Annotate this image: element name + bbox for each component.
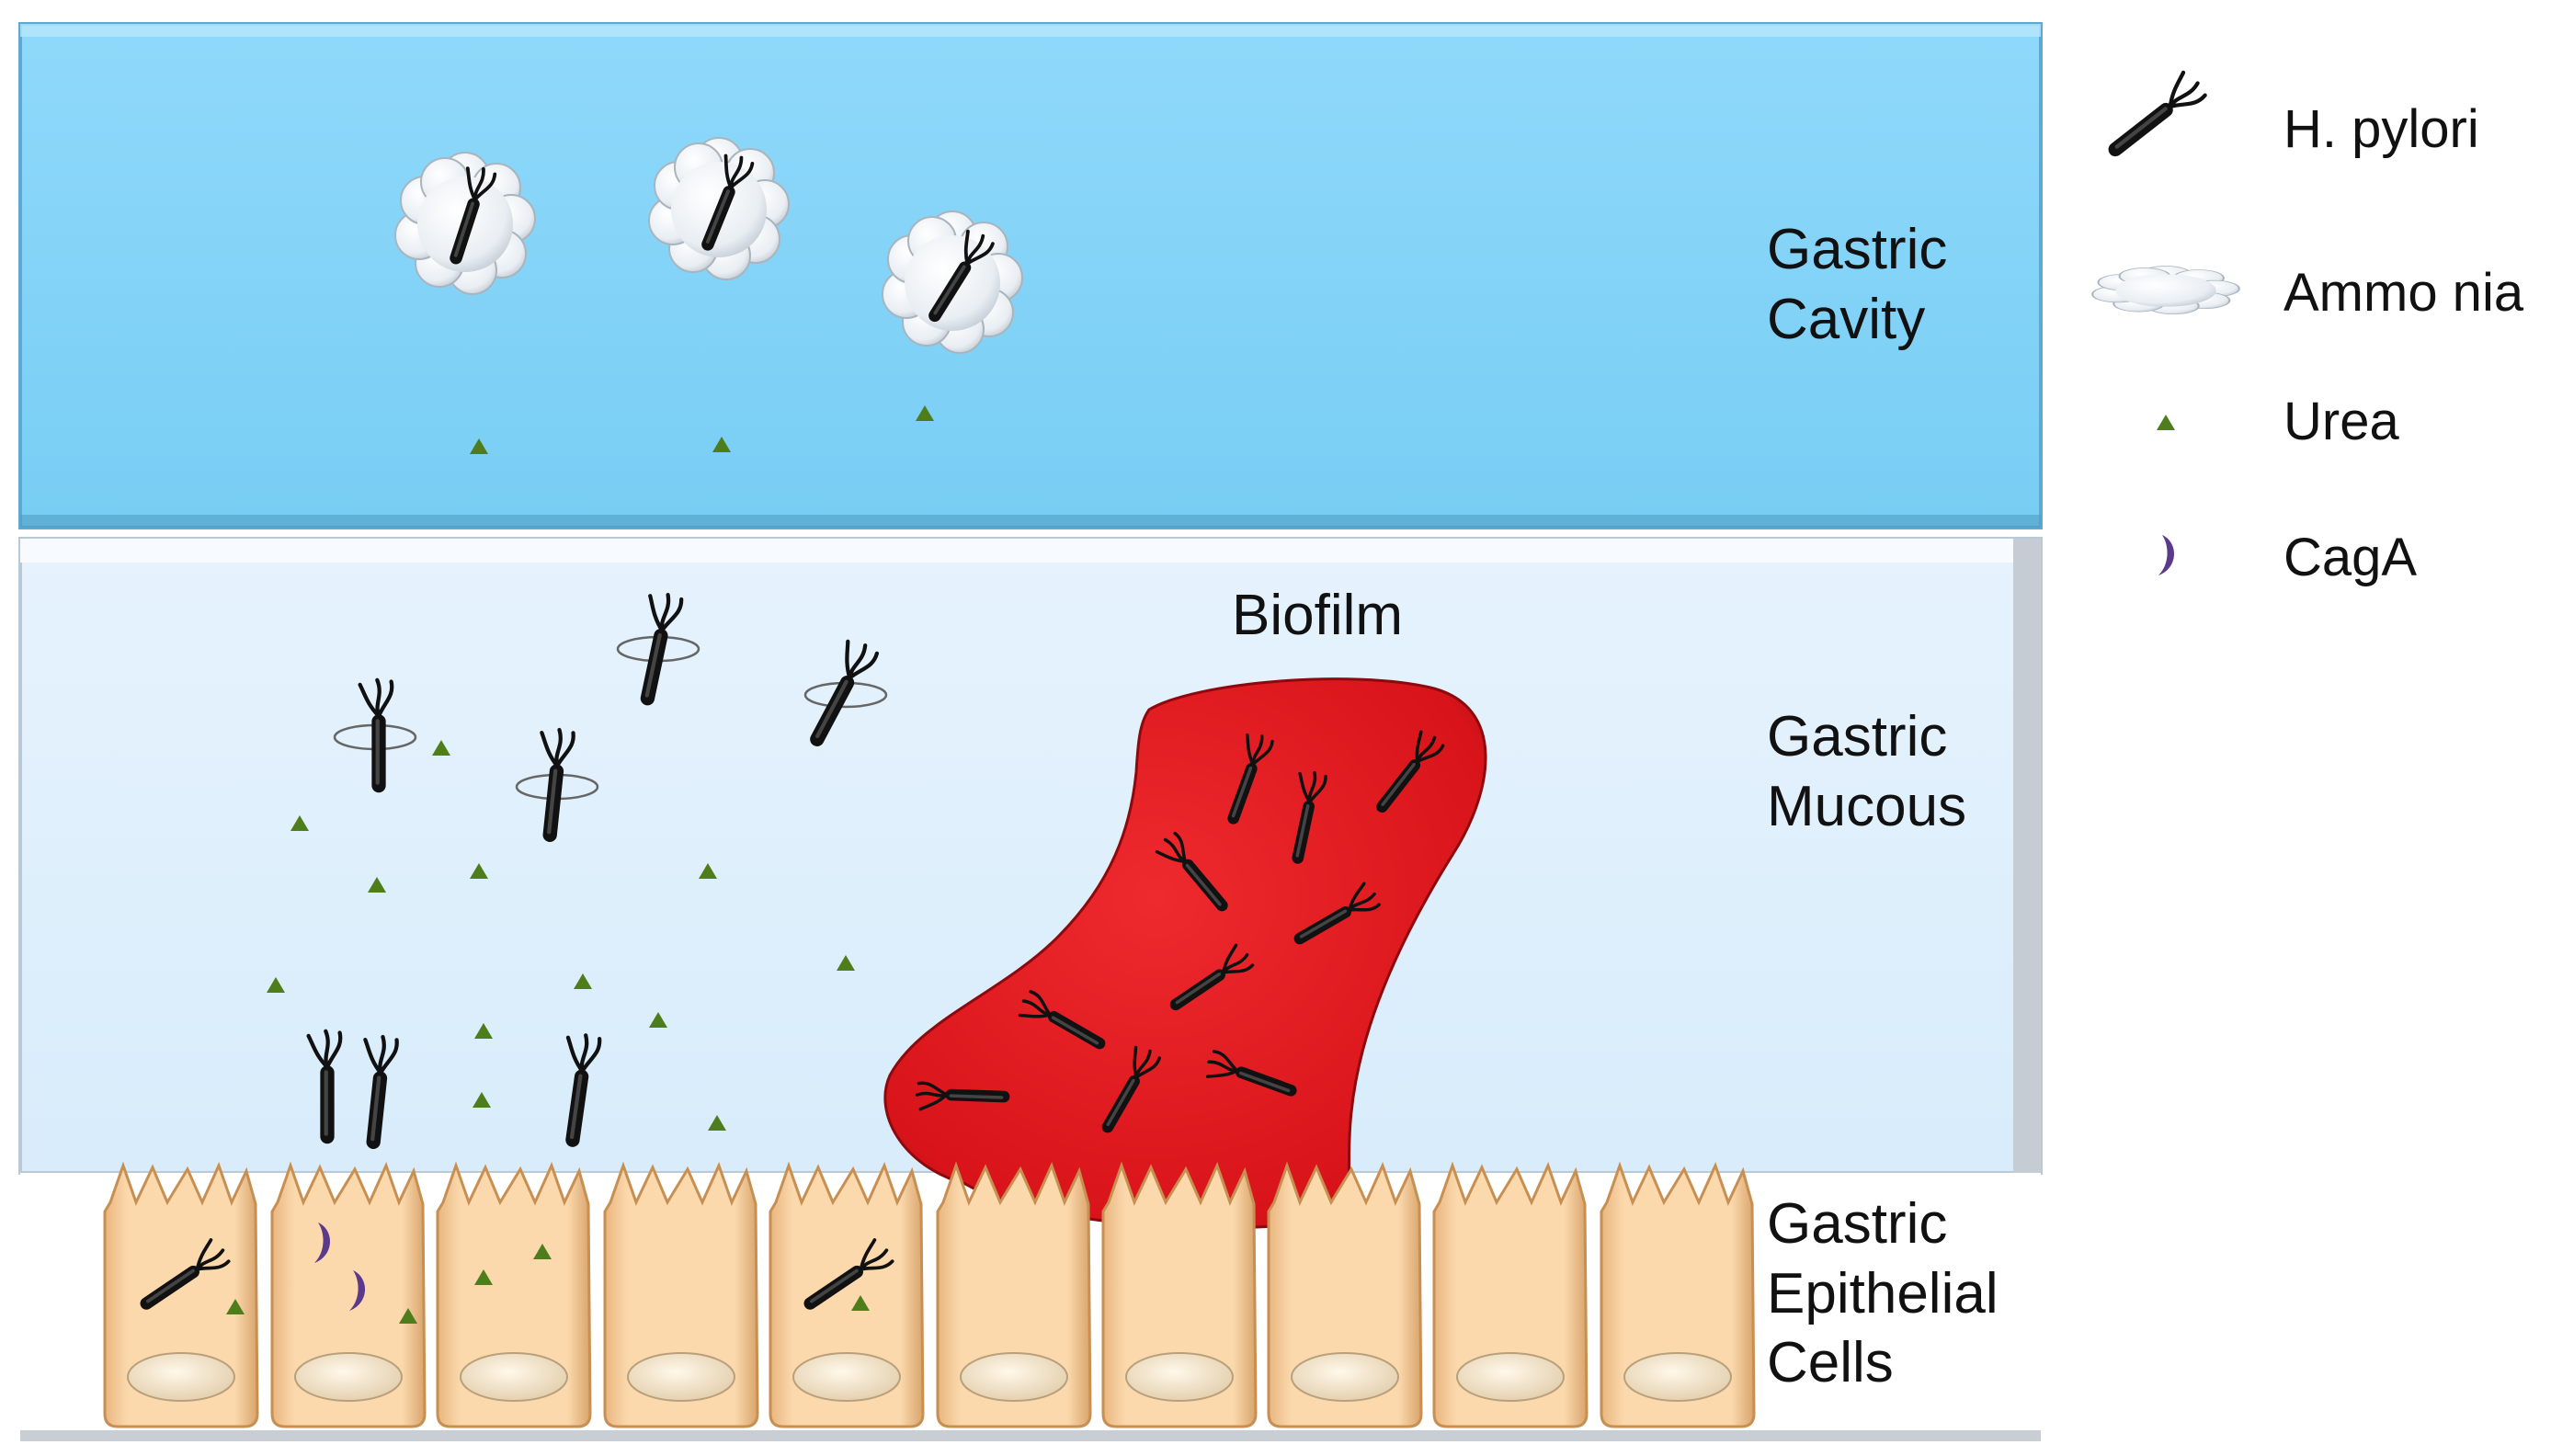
ammonia-cloud-icon [2091,265,2240,315]
legend-caga-label: CagA [2283,528,2418,587]
biofilm-label: Biofilm [1232,584,1404,647]
h-pylori-icon [2099,70,2207,165]
epithelial-label: Gastric Epithelial Cells [1767,1189,1999,1398]
cavity-label: Gastric Cavity [1767,215,1947,354]
legend-h-pylori-label: H. pylori [2283,99,2479,159]
urea-triangle-icon [2157,415,2175,430]
gastric-cavity-region [18,22,2043,529]
cavity-label-line2: Cavity [1767,287,1926,351]
cavity-label-line1: Gastric [1767,218,1948,281]
legend-urea-label: Urea [2283,392,2399,451]
legend-ammonia-label: Ammo nia [2283,263,2524,323]
epithelial-label-line3: Cells [1767,1331,1894,1395]
caga-crescent-icon [2158,535,2175,575]
mucous-label: Gastric Mucous [1767,702,1966,841]
epithelial-label-line1: Gastric [1767,1192,1948,1256]
mucous-label-line1: Gastric [1767,705,1948,768]
epithelial-label-line2: Epithelial [1767,1261,1999,1325]
mucous-label-line2: Mucous [1767,774,1967,838]
